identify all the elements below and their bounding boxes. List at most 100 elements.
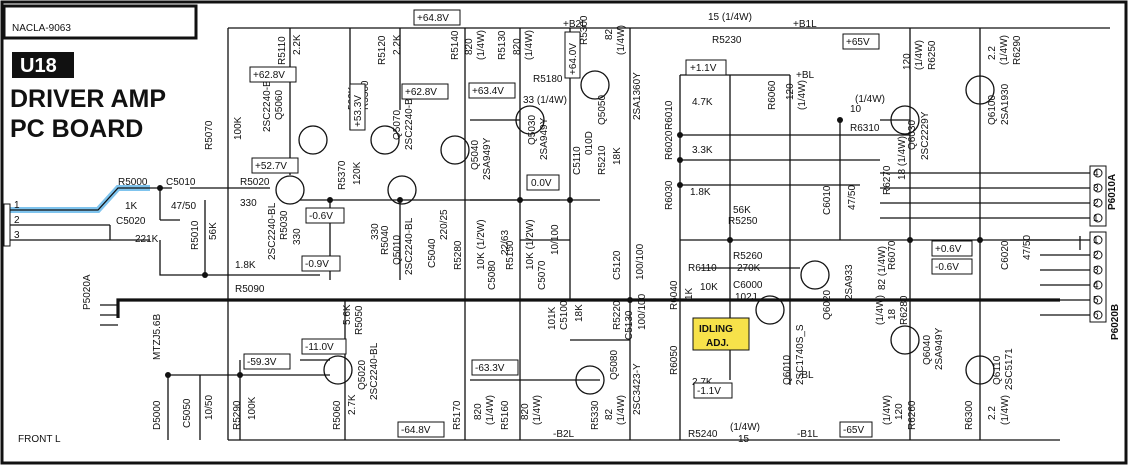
r5250-label: R5250 — [728, 216, 758, 227]
c5010-value: 47/50 — [171, 201, 196, 212]
c5130-value: 100/100 — [637, 293, 648, 330]
r5180-label: R5180 — [533, 74, 563, 85]
idling-label-1: IDLING — [699, 324, 733, 335]
r5140-value: 820 — [464, 38, 475, 55]
r5370-value: 120K — [352, 161, 363, 185]
r6020-value: 3.3K — [692, 145, 713, 156]
p6020-pin-5: 5 — [1093, 295, 1099, 306]
r5170-value: 820 — [473, 403, 484, 420]
voltage-labels: +64.8V +62.8V +52.7V +53.3V +62.8V +63.4… — [243, 9, 973, 438]
c5110-value: 010D — [584, 131, 595, 155]
r6040-label: R6040 — [669, 280, 680, 310]
r6280-power: (1/4W) — [875, 295, 886, 325]
r6060-value: 120 — [785, 83, 796, 100]
q5040-label: 2SA949Y — [482, 137, 493, 180]
q6010-label: 2SC1740S_S — [795, 324, 806, 385]
r5170-power: (1/4W) — [485, 395, 496, 425]
c5050-label: C5050 — [182, 398, 193, 428]
r5150-label: R5150 — [505, 240, 516, 270]
r6300-label: R6300 — [964, 400, 975, 430]
r6260-label: R6260 — [907, 400, 918, 430]
feedback-net — [159, 200, 320, 276]
r6260-value: 120 — [894, 403, 905, 420]
r6250-power: (1/4W) — [914, 40, 925, 70]
q6110-id: Q6110 — [992, 355, 1003, 385]
c5050-value: 10/50 — [204, 395, 215, 420]
c5070-value: 10/100 — [550, 224, 561, 255]
r6310-label: R6310 — [850, 123, 880, 134]
r5120-value: 2.2K — [392, 34, 403, 55]
r5240-value: 15 — [738, 434, 750, 445]
p6020-label: P6020B — [1110, 304, 1121, 340]
q6100-label: 2SA1930 — [1000, 83, 1011, 125]
q6020-id: Q6020 — [822, 290, 833, 320]
board-title-line1: DRIVER AMP — [10, 85, 166, 113]
p6010-connector — [1089, 165, 1107, 227]
r6260-power: (1/4W) — [882, 395, 893, 425]
rail-label: +B1L — [793, 19, 817, 30]
r6290-label: R6290 — [1012, 35, 1023, 65]
voltage-label: -0.6V — [309, 211, 333, 222]
c5070-label: C5070 — [537, 260, 548, 290]
board-title-line2: PC BOARD — [10, 115, 143, 143]
r6250-label: R6250 — [927, 40, 938, 70]
c5120-label: C5120 — [612, 250, 623, 280]
q5030-id: Q5030 — [527, 115, 538, 145]
voltage-label: +64.0V — [568, 43, 579, 75]
q5030-label: 2SA949Y — [539, 117, 550, 160]
q5000-label: 2SC2240-BL — [267, 202, 278, 260]
r5040-label: R5040 — [380, 225, 391, 255]
transistor-symbols — [275, 70, 995, 395]
rail-label: -B1L — [797, 429, 819, 440]
rail-label: +B2L — [563, 19, 587, 30]
r6050-label: R6050 — [669, 345, 680, 375]
c5110-label: C5110 — [572, 146, 583, 175]
r5300-label: R5300 — [579, 15, 590, 45]
c5010-label: C5010 — [166, 177, 196, 188]
r6270-label: R6270 — [882, 165, 893, 195]
idling-adj-box — [692, 317, 750, 351]
c5080-label: C5080 — [487, 260, 498, 290]
r6020-label: R6020 — [664, 130, 675, 160]
p6020-pin-6: 6 — [1093, 310, 1099, 321]
c5020-value: 221K — [135, 234, 159, 245]
q5070-label: 2SC2240-BL — [404, 92, 415, 150]
rail-label: -BL — [798, 370, 814, 381]
voltage-label: +62.8V — [405, 87, 437, 98]
q5050-id: Q5050 — [597, 95, 608, 125]
r5220-value: 18K — [574, 304, 585, 322]
r6110-label: R6110 — [688, 263, 717, 274]
r5120-label: R5120 — [377, 35, 388, 65]
ground-bus — [116, 298, 1060, 318]
r5160-value: 820 — [520, 403, 531, 420]
pin-1: 1 — [14, 200, 20, 211]
p6020-connector — [1089, 231, 1107, 323]
r6300-value: 2.2 — [987, 406, 998, 420]
r6310-power: (1/4W) — [855, 94, 885, 105]
r5260-label: R5260 — [733, 251, 763, 262]
r5040-value: 330 — [370, 223, 381, 240]
r6010-label: R6010 — [664, 100, 675, 130]
r6070-value: 82 (1/4W) — [877, 246, 888, 290]
q5040-id: Q5040 — [470, 140, 481, 170]
voltage-label: +0.6V — [935, 244, 962, 255]
c5100-value: 101K — [547, 306, 558, 330]
p6020-pin-1: 1 — [1093, 235, 1099, 246]
r6040-value: 1K — [684, 287, 695, 300]
bias-net — [679, 74, 910, 440]
voltage-label: +53.3V — [353, 95, 364, 127]
r5030-label: R5030 — [279, 210, 290, 240]
p6010-pin-4: 4 — [1093, 168, 1099, 179]
lower-middle-links — [470, 339, 630, 381]
p5020-pins — [100, 304, 118, 326]
c6010-value: 47/50 — [847, 185, 858, 210]
r5290-value: 100K — [247, 396, 258, 420]
board-id: U18 — [20, 55, 57, 77]
r6030-value: 1.8K — [690, 187, 711, 198]
r5280-value: 10K (1/2W) — [476, 219, 487, 270]
pin-2: 2 — [14, 215, 20, 226]
r5290-label: R5290 — [232, 400, 243, 430]
r5180-value: 33 (1/4W) — [523, 95, 567, 106]
q6010-id: Q6010 — [782, 355, 793, 385]
